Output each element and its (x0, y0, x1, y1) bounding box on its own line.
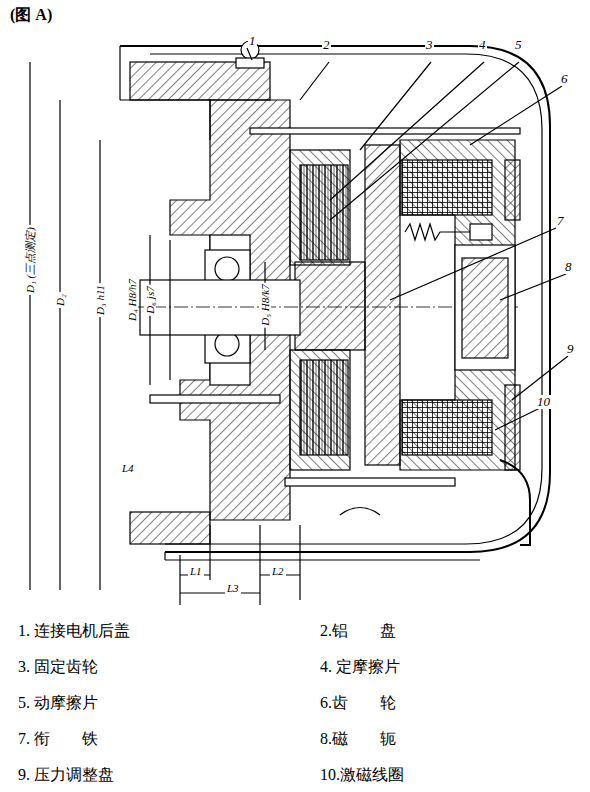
dimension-label: D₁ (三点测定) (24, 225, 36, 295)
legend-item: 6.齿 轮 (320, 694, 396, 712)
dimension-label: D₃ h11 (94, 283, 106, 317)
legend-item: 5. 动摩擦片 (18, 694, 98, 712)
figure-title: (图 A) (10, 6, 52, 24)
legend-item: 4. 定摩擦片 (320, 658, 400, 676)
dimension-label: D₅ H8/k7 (259, 282, 271, 327)
legend-item: 8.磁 轭 (320, 730, 396, 748)
dimension-label: L3 (225, 582, 241, 594)
callout-number: 1 (248, 34, 257, 48)
callout-number: 10 (536, 395, 551, 409)
dimension-label: D₄ H8/h7 (126, 277, 138, 323)
callout-number: 2 (322, 38, 331, 52)
dimension-label: L1 (188, 565, 204, 577)
callout-number: 8 (564, 260, 573, 274)
legend-item: 9. 压力调整盘 (18, 766, 114, 784)
callout-number: 4 (478, 38, 487, 52)
legend-item: 2.铝 盘 (320, 622, 396, 640)
dimension-label: L4 (120, 462, 136, 474)
dimension-label: D₂ (54, 292, 66, 308)
dimension-label: D₆ js7 (144, 284, 156, 315)
legend-item: 1. 连接电机后盖 (18, 622, 130, 640)
legend-item: 3. 固定齿轮 (18, 658, 98, 676)
callout-number: 7 (556, 214, 565, 228)
callout-number: 6 (560, 72, 569, 86)
legend-item: 10.激磁线圈 (320, 766, 404, 784)
legend-item: 7. 衔 铁 (18, 730, 98, 748)
callout-number: 5 (514, 38, 523, 52)
callout-number: 9 (566, 342, 575, 356)
dimension-label: L2 (270, 565, 286, 577)
callout-number: 3 (425, 38, 434, 52)
